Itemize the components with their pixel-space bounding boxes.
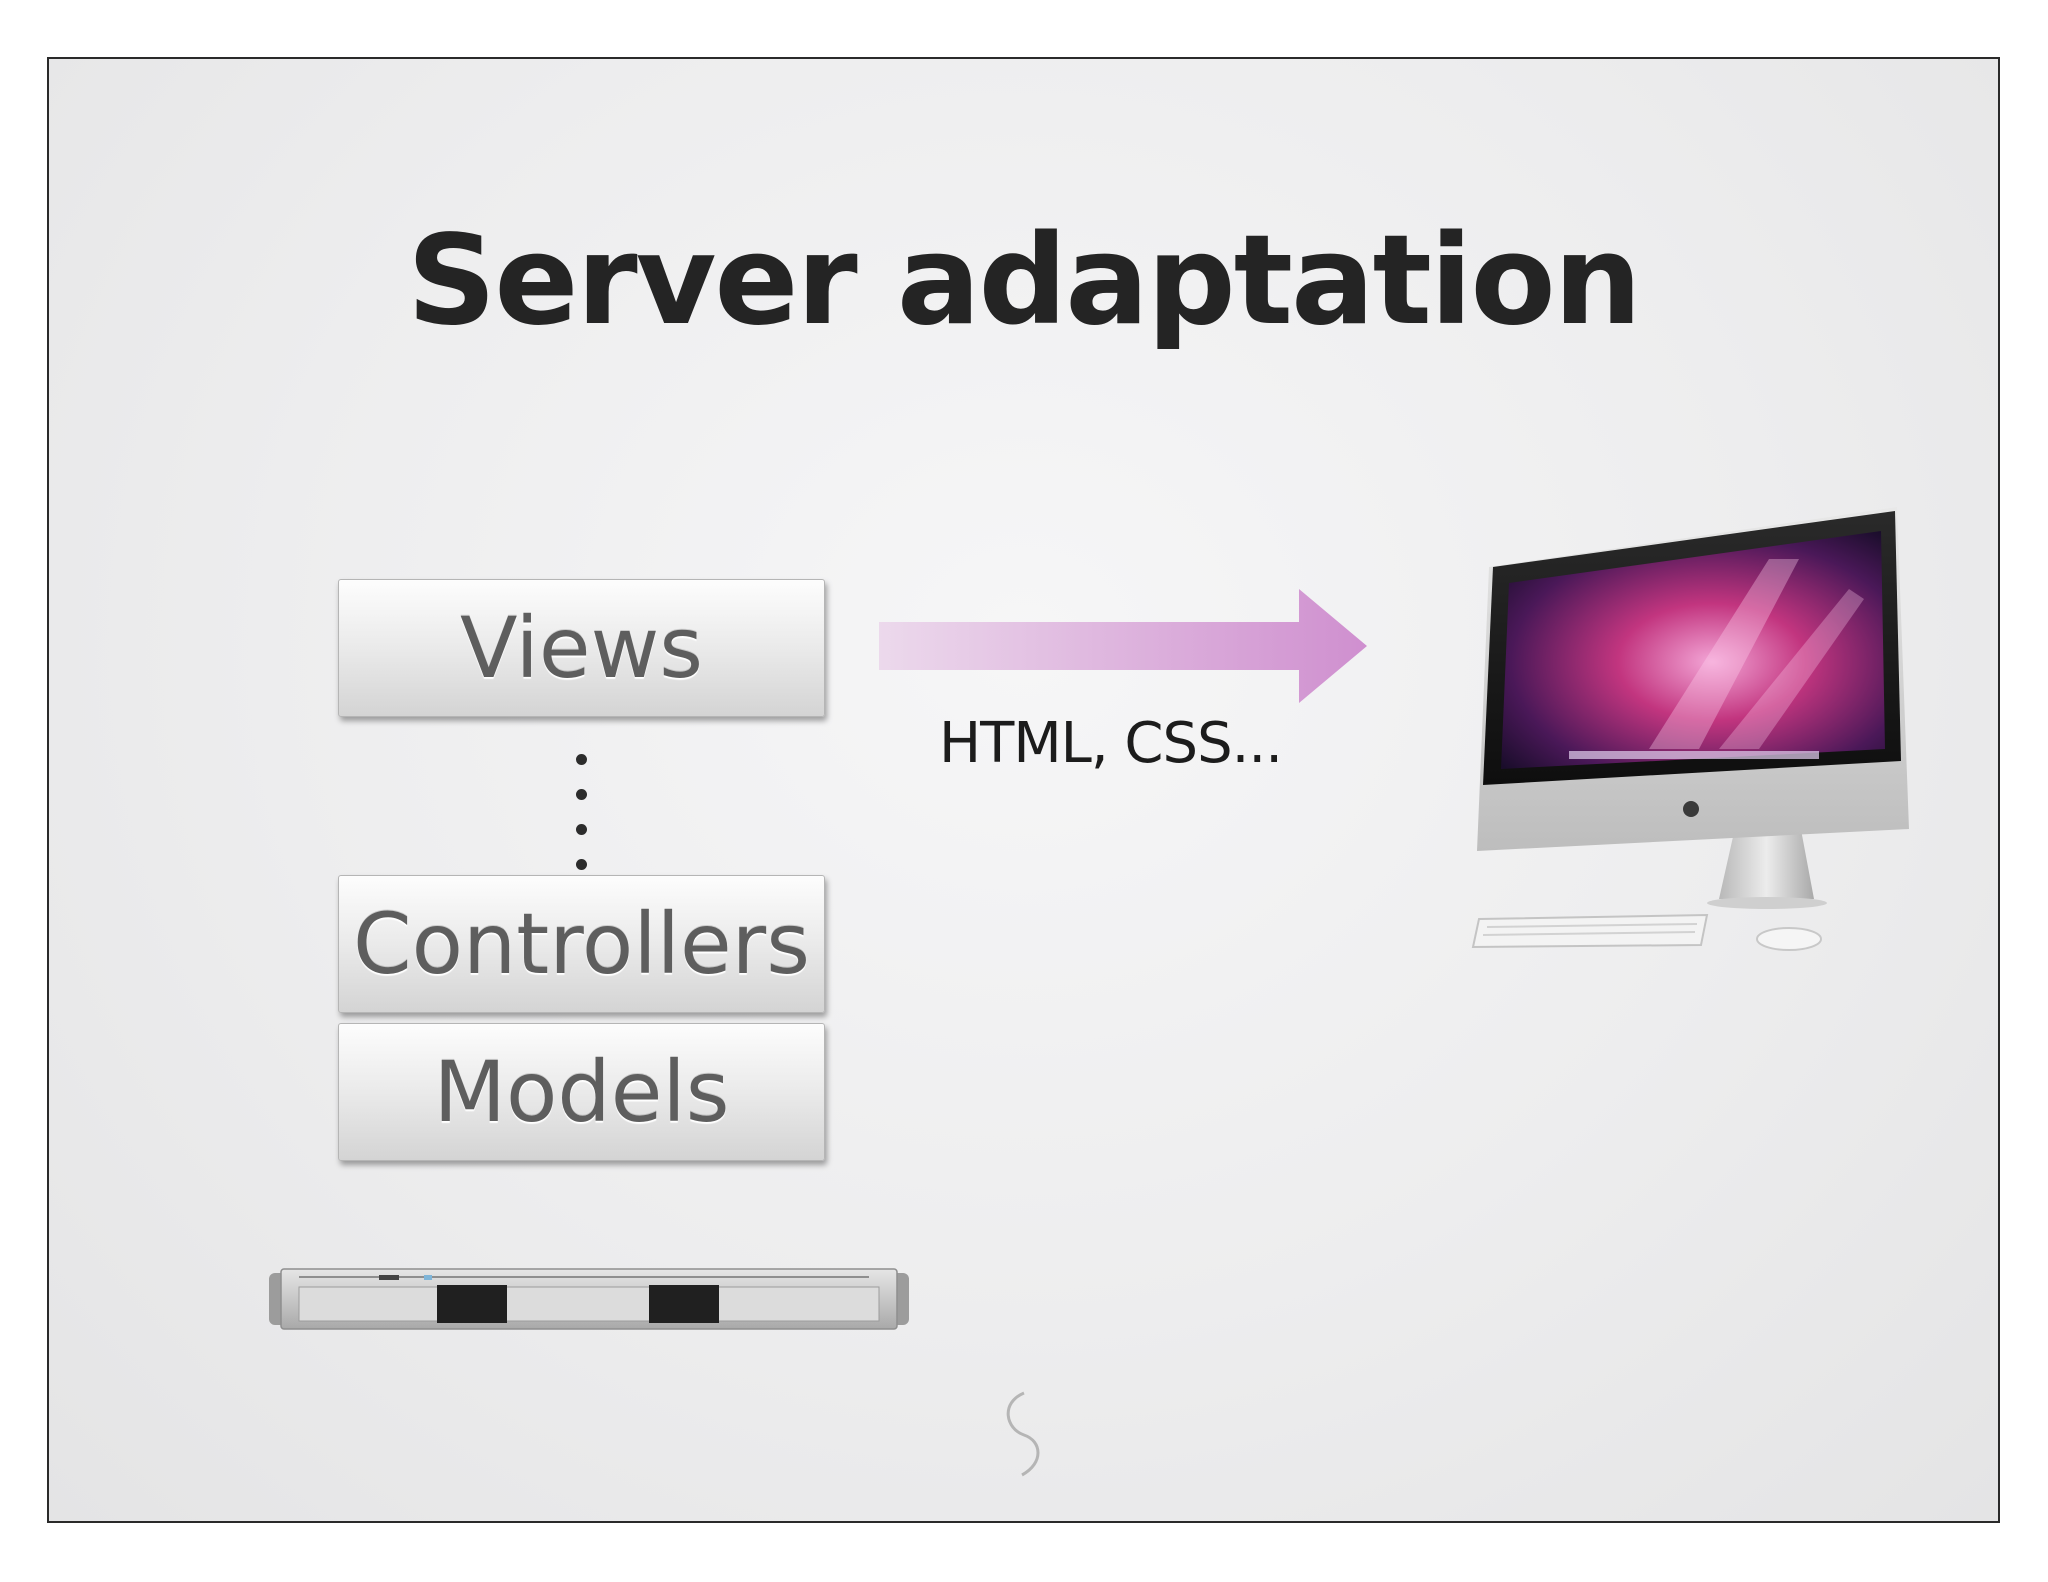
arrow-label: HTML, CSS... (939, 711, 1283, 776)
models-box: Models (338, 1023, 825, 1161)
desktop-computer-icon (1471, 507, 1909, 951)
connector-dot (576, 754, 587, 765)
connector-dot (576, 824, 587, 835)
views-box: Views (338, 579, 825, 717)
connector-dot (576, 789, 587, 800)
flow-arrow (879, 589, 1367, 703)
connector-dot (576, 859, 587, 870)
controllers-box: Controllers (338, 875, 825, 1013)
swirl-logo-icon (1006, 1391, 1040, 1477)
rack-server-icon (269, 1268, 909, 1330)
slide-title: Server adaptation (407, 209, 1642, 353)
slide: Server adaptation Views Controllers Mode… (47, 57, 2000, 1523)
